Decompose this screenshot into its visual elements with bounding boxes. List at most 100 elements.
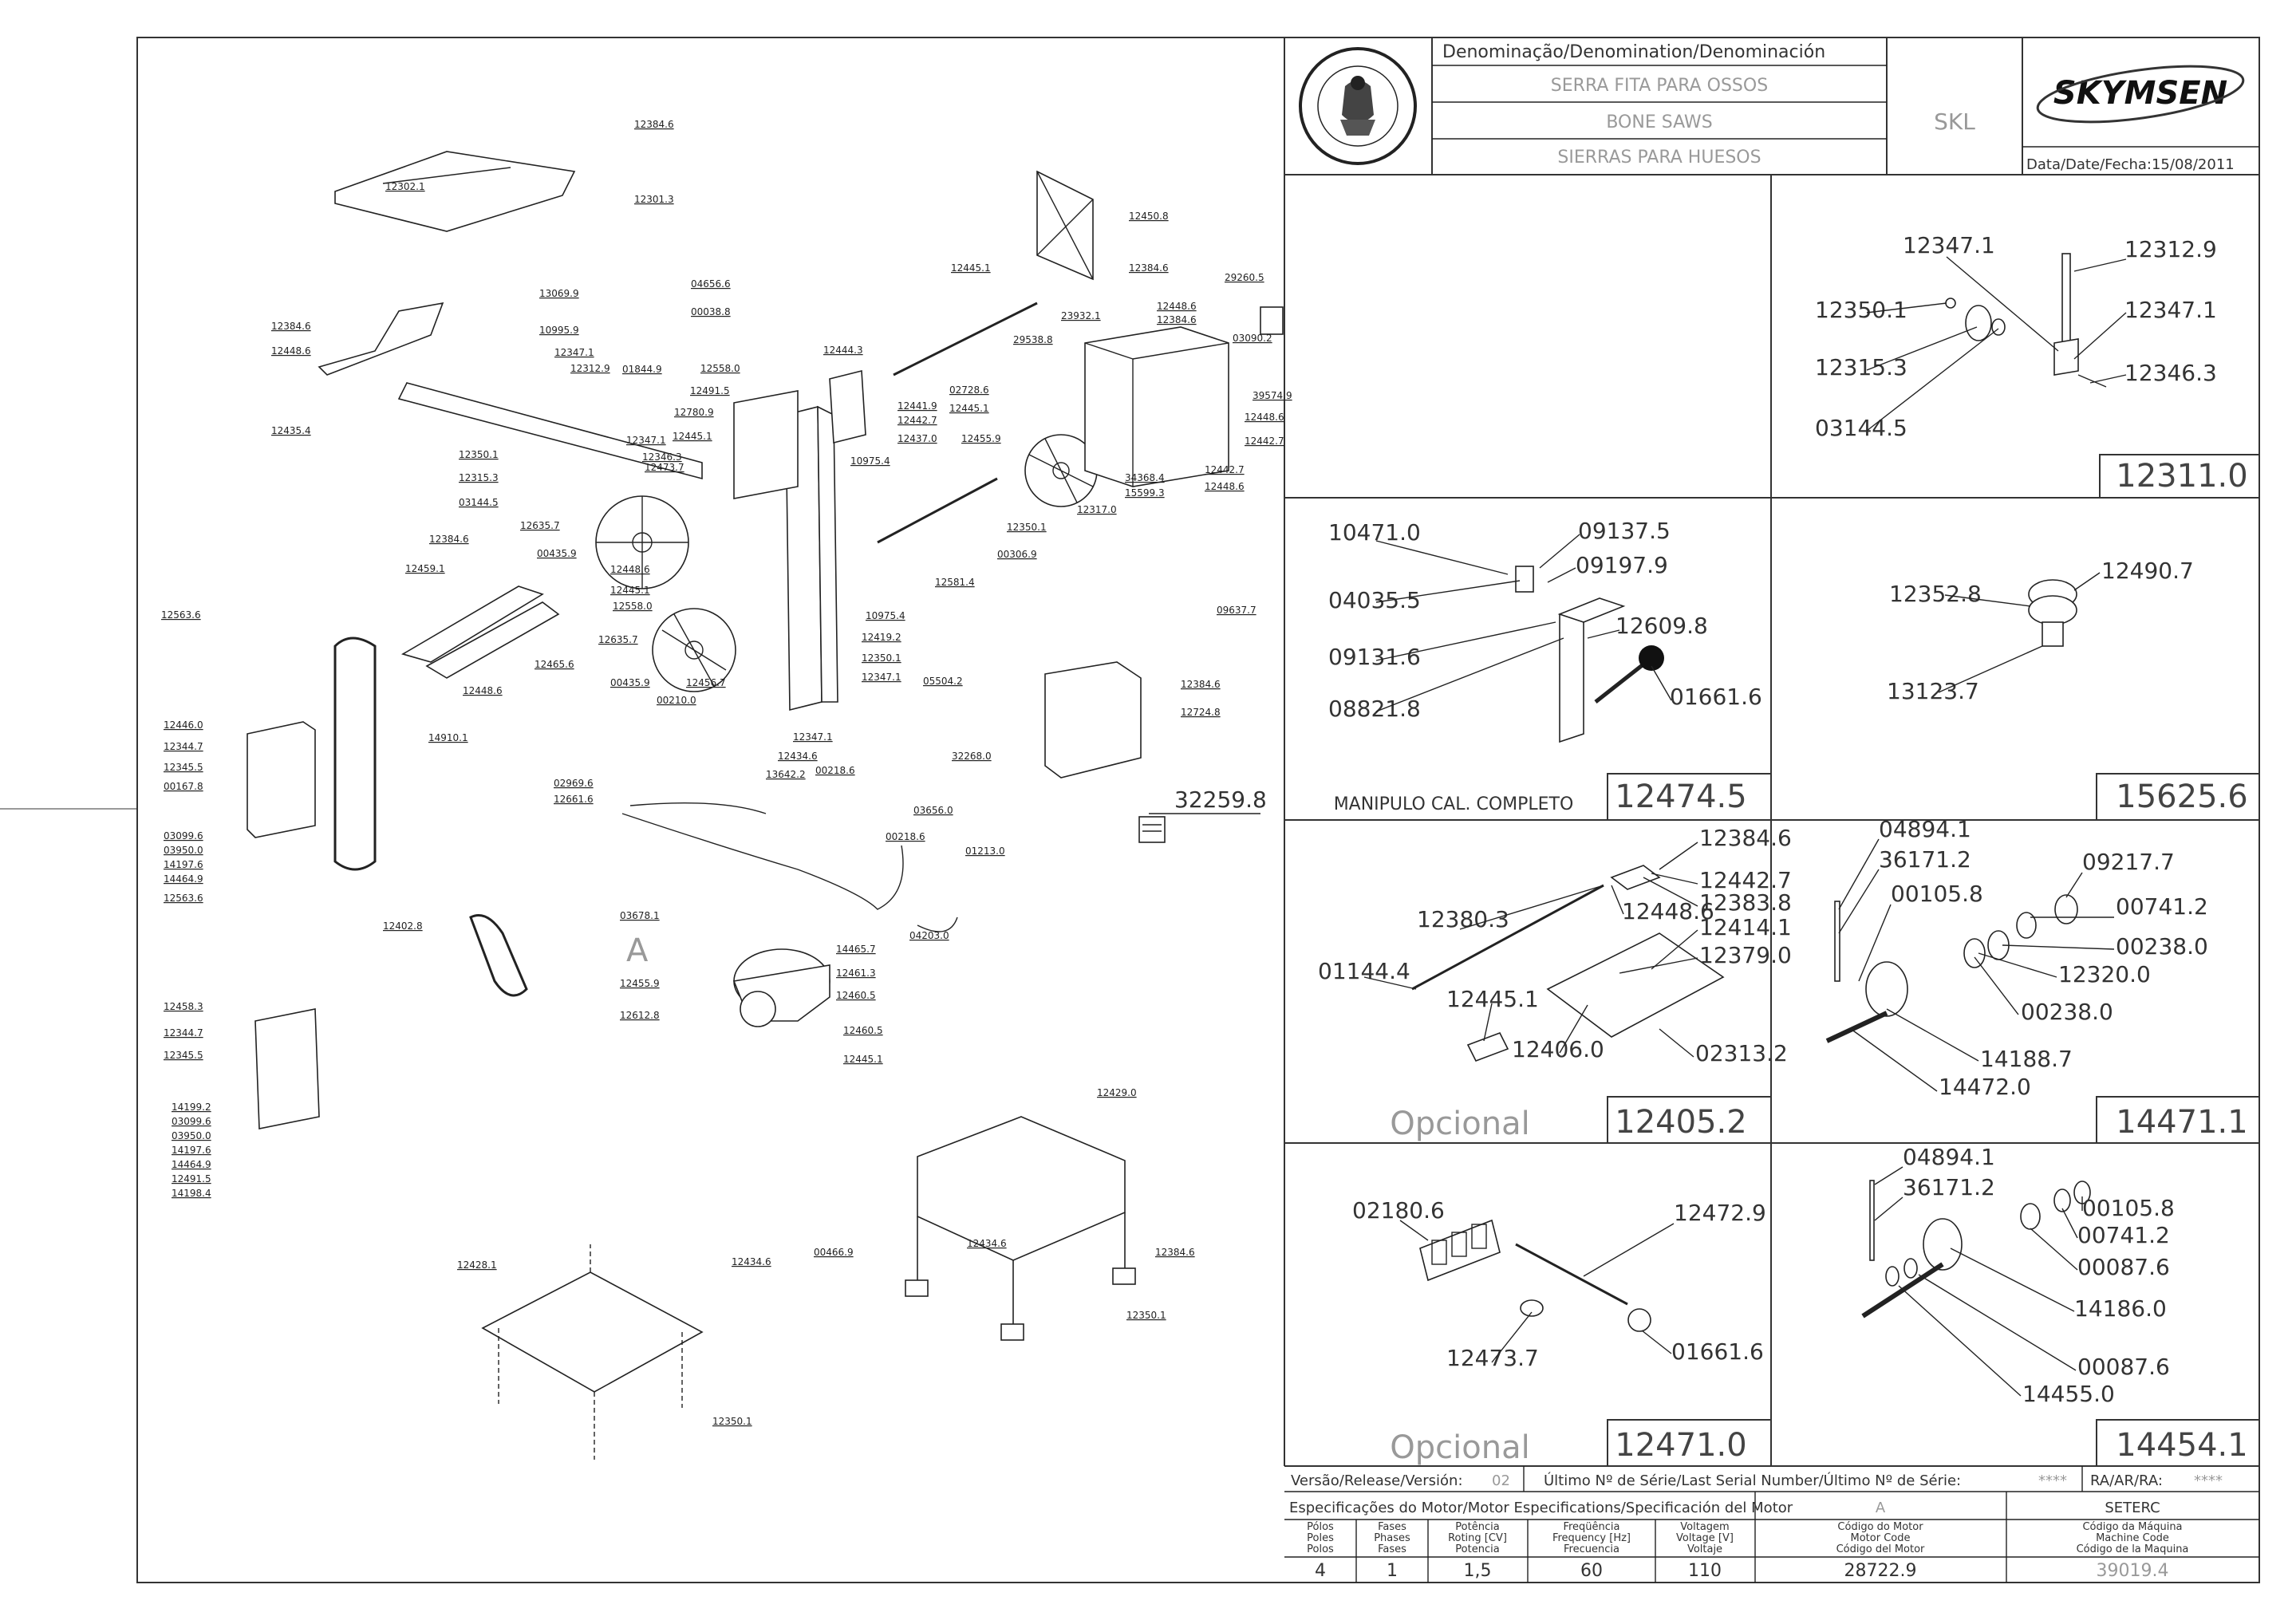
leader-line xyxy=(1874,1196,1903,1221)
spec-header-3: Frecuencia xyxy=(1564,1543,1619,1555)
part-label: 05504.2 xyxy=(923,676,963,687)
panel-part-label: 09131.6 xyxy=(1328,644,1421,670)
part-label: 12350.1 xyxy=(862,652,901,664)
spec-header-1: Pólos xyxy=(1307,1521,1334,1533)
part-label: 12317.0 xyxy=(1077,504,1117,515)
part-label: 14464.9 xyxy=(172,1159,211,1170)
leader-line xyxy=(2073,572,2101,591)
spec-header-3: Polos xyxy=(1307,1543,1334,1555)
serial-label: Último Nº de Série/Last Serial Number/Úl… xyxy=(1544,1472,1961,1489)
leader-line xyxy=(1938,645,2043,693)
panel-part-label: 02180.6 xyxy=(1352,1197,1445,1224)
spec-header-1: Fases xyxy=(1378,1521,1406,1533)
part-label: 12445.1 xyxy=(843,1054,883,1065)
panel-part-label: 09217.7 xyxy=(2082,849,2175,875)
part-label: 03090.2 xyxy=(1233,333,1272,344)
part-label: 10975.4 xyxy=(866,610,905,621)
leader-line xyxy=(1659,1028,1694,1058)
model-code: SKL xyxy=(1934,108,1975,135)
leader-line xyxy=(1459,885,1604,930)
panel-code-p14471: 14471.1 xyxy=(2116,1104,2247,1141)
part-label: 00435.9 xyxy=(610,677,650,688)
part-label: 12301.3 xyxy=(634,194,674,205)
leader-line xyxy=(2073,258,2127,272)
part-label: 04656.6 xyxy=(691,278,731,290)
footer-table: Versão/Release/Versión: 02 Último Nº de … xyxy=(1284,1466,2259,1583)
spec-header-1: Código da Máquina xyxy=(2082,1521,2182,1533)
part-label: 12350.1 xyxy=(459,449,499,460)
leader-line xyxy=(2089,374,2127,384)
part-label: 09637.7 xyxy=(1217,605,1256,616)
part-label: 15599.3 xyxy=(1125,487,1165,499)
panel-part-label: 00087.6 xyxy=(2077,1354,2170,1380)
panel-caption-p12471: Opcional xyxy=(1390,1429,1529,1466)
panel-14471-drawing xyxy=(1825,894,2078,1043)
leader-line xyxy=(2030,1228,2078,1271)
spec-header-2: Frequency [Hz] xyxy=(1552,1532,1631,1544)
leader-line xyxy=(2065,872,2083,898)
panel-part-label: 01661.6 xyxy=(1671,1338,1764,1365)
panel-part-label: 12406.0 xyxy=(1512,1036,1604,1062)
part-label: 12384.6 xyxy=(1157,314,1197,325)
part-label: 12384.6 xyxy=(1181,679,1221,690)
part-label: 12458.3 xyxy=(164,1001,203,1012)
leader-line xyxy=(1651,929,1698,970)
spec-header-1: Voltagem xyxy=(1680,1521,1729,1533)
part-label: 12442.7 xyxy=(897,415,937,426)
leader-line xyxy=(1838,869,1880,934)
version-value: 02 xyxy=(1492,1472,1510,1489)
part-label: 00306.9 xyxy=(997,549,1037,560)
part-label: 13642.2 xyxy=(766,769,806,780)
part-label: 12384.6 xyxy=(1155,1247,1195,1258)
part-label: 00218.6 xyxy=(815,765,855,776)
leader-line xyxy=(1898,1285,2022,1397)
spec-value: 110 xyxy=(1688,1561,1722,1581)
panel-part-label: 12347.1 xyxy=(1903,232,1995,258)
spec-header-2: Poles xyxy=(1307,1532,1334,1544)
part-label: 34368.4 xyxy=(1125,472,1165,483)
part-label: 14199.2 xyxy=(172,1102,211,1113)
part-label: 12460.5 xyxy=(843,1025,883,1036)
callout-32259-8: 32259.8 xyxy=(1174,786,1267,813)
part-label: 12445.1 xyxy=(610,585,650,596)
part-label: 12465.6 xyxy=(535,659,574,670)
motor-spec-label: Especificações do Motor/Motor Especifica… xyxy=(1289,1500,1793,1516)
panel-part-label: 04894.1 xyxy=(1903,1144,1995,1170)
leader-line xyxy=(1858,904,1892,982)
part-label: 12635.7 xyxy=(598,634,638,645)
leader-line xyxy=(1399,1220,1429,1241)
panel-part-label: 14472.0 xyxy=(1939,1074,2031,1100)
part-label: 12347.1 xyxy=(862,672,901,683)
part-label: 12344.7 xyxy=(164,1027,203,1039)
part-label: 01844.9 xyxy=(622,364,662,375)
part-label: 12461.3 xyxy=(836,968,876,979)
part-label: 12437.0 xyxy=(897,433,937,444)
leader-line xyxy=(1866,328,1999,432)
leader-line xyxy=(1874,1166,1903,1185)
part-label: 14464.9 xyxy=(164,873,203,885)
panel-part-label: 03144.5 xyxy=(1815,415,1907,441)
spec-header-3: Código del Motor xyxy=(1836,1543,1925,1555)
panel-part-label: 00741.2 xyxy=(2077,1222,2170,1248)
part-label: 12445.1 xyxy=(949,403,989,414)
part-label: 12428.1 xyxy=(457,1259,497,1271)
panel-part-label: 09197.9 xyxy=(1576,552,1668,578)
spec-header-1: Freqüência xyxy=(1563,1521,1619,1533)
motor-spec-columns: PólosPolesPolos4FasesPhasesFases1Potênci… xyxy=(1307,1521,2188,1581)
part-label: 12455.9 xyxy=(961,433,1001,444)
leader-line xyxy=(1587,629,1620,639)
spec-value: 1 xyxy=(1387,1561,1398,1581)
panel-code-p12311: 12311.0 xyxy=(2116,458,2247,495)
panel-part-label: 12473.7 xyxy=(1446,1345,1539,1371)
part-label: 12448.6 xyxy=(463,685,503,696)
serial-value: **** xyxy=(2038,1472,2067,1489)
part-label: 10995.9 xyxy=(539,325,579,336)
leader-line xyxy=(1547,567,1576,583)
part-label: 00466.9 xyxy=(814,1247,854,1258)
part-label: 12315.3 xyxy=(459,472,499,483)
leader-line xyxy=(1375,621,1556,661)
part-label: 32268.0 xyxy=(952,751,992,762)
part-label: 14197.6 xyxy=(164,859,203,870)
part-label: 00167.8 xyxy=(164,781,203,792)
